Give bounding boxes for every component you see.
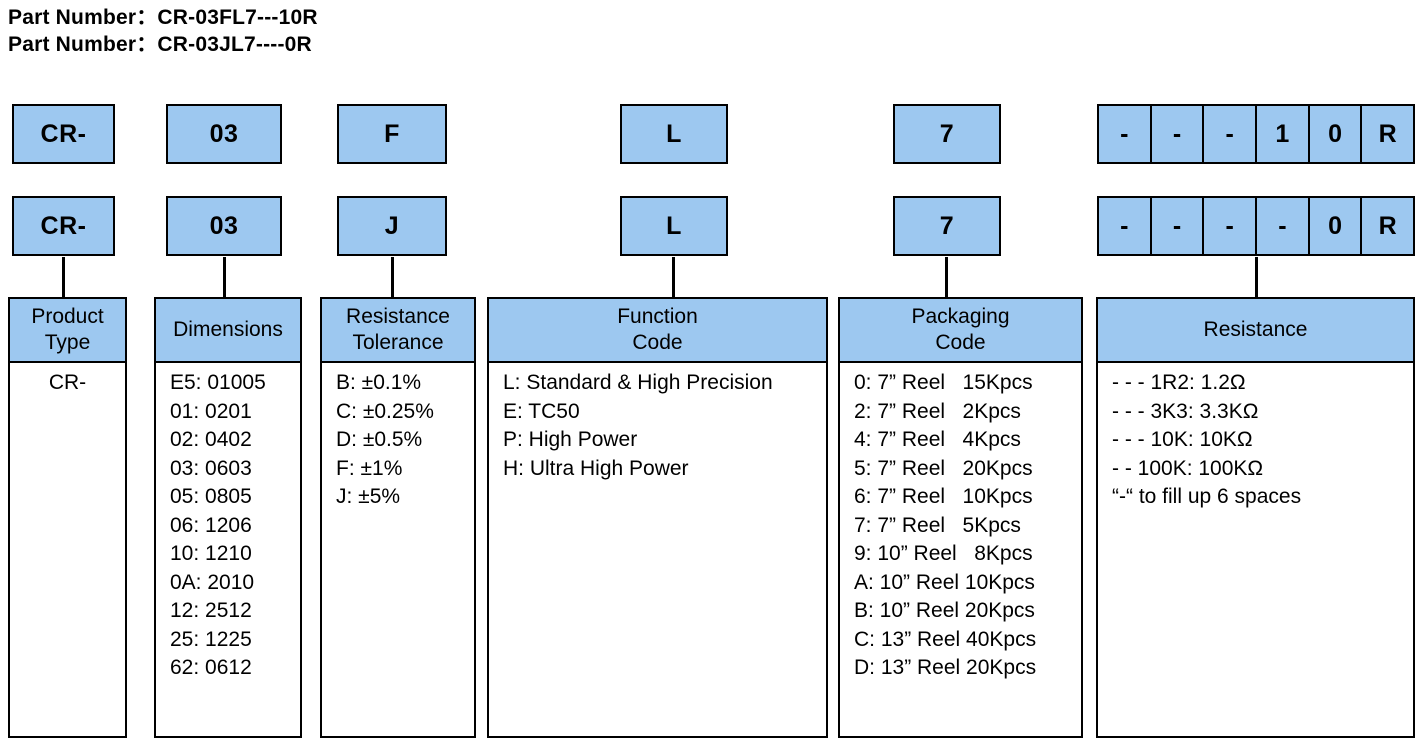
code-strip-row1-resistance: - - - 1 0 R [1097,104,1415,164]
list-item: 2: 7” Reel 2Kpcs [854,399,1021,423]
column-header-resistance: Resistance [1096,297,1415,363]
column-header-dimensions: Dimensions [154,297,302,363]
header-line-1: Resistance [346,305,450,328]
column-body-function-code: L: Standard & High Precision E: TC50 P: … [487,363,828,738]
header-line-2: Tolerance [352,331,444,354]
code-cell-row1-3: - [1204,106,1258,162]
list-item: 03: 0603 [170,456,252,480]
list-item: 5: 7” Reel 20Kpcs [854,456,1033,480]
column-header-packaging-code: Packaging Code [838,297,1083,363]
header-line-1: Function [617,305,698,328]
list-item: 12: 2512 [170,599,252,622]
header-line-2: Type [44,331,91,354]
code-box-row2-packaging: 7 [893,196,1001,256]
header-line-1: Resistance [1203,318,1308,341]
column-body-dimensions: E5: 01005 01: 0201 02: 0402 03: 0603 05:… [154,363,302,738]
list-item: 62: 0612 [170,656,252,679]
connector-line-product-type [62,257,65,297]
code-cell-row2-3: - [1204,198,1258,254]
code-cell-row2-4: - [1257,198,1310,254]
column-function-code: Function Code L: Standard & High Precisi… [487,297,828,738]
list-item: D: 13” Reel 20Kpcs [854,656,1037,679]
list-item: - - - 3K3: 3.3KΩ [1112,399,1259,423]
header-line-1: Product [31,305,104,328]
code-cell-row2-6: R [1362,198,1414,254]
list-item: C: ±0.25% [336,399,434,423]
column-body-packaging-code: 0: 7” Reel 15Kpcs 2: 7” Reel 2Kpcs 4: 7”… [838,363,1083,738]
resistance-fill-note: “-“ to fill up 6 spaces [1112,485,1302,508]
list-item: 05: 0805 [170,485,252,508]
list-item: P: High Power [503,428,638,451]
connector-line-resistance [1255,257,1258,297]
list-item: 0: 7” Reel 15Kpcs [854,371,1033,394]
code-cell-row1-1: - [1099,106,1152,162]
connector-line-dimensions [223,257,226,297]
title-block: Part Number：CR-03FL7---10R Part Number：C… [8,4,908,58]
code-box-row1-tolerance: F [337,104,447,164]
list-item: A: 10” Reel 10Kpcs [854,570,1035,594]
connector-line-tolerance [391,257,394,297]
code-box-row1-packaging: 7 [893,104,1001,164]
list-item: B: ±0.1% [336,371,422,394]
list-item: 7: 7” Reel 5Kpcs [854,513,1021,537]
list-item: - - - 1R2: 1.2Ω [1112,371,1246,394]
list-item: J: ±5% [336,485,401,508]
code-box-row2-function: L [620,196,728,256]
column-header-function-code: Function Code [487,297,828,363]
code-cell-row2-2: - [1151,198,1205,254]
list-item: 02: 0402 [170,428,252,451]
header-line-2: Code [632,331,683,354]
code-box-row2-product-type: CR- [12,196,115,256]
list-item: 9: 10” Reel 8Kpcs [854,542,1033,565]
list-item: 25: 1225 [170,627,252,651]
list-item: CR- [48,371,87,394]
list-item: 4: 7” Reel 4Kpcs [854,428,1021,451]
list-item: - - - 10K: 10KΩ [1112,428,1253,451]
header-line-2: Code [935,331,986,354]
code-cell-row2-5: 0 [1309,198,1363,254]
list-item: C: 13” Reel 40Kpcs [854,627,1037,651]
list-item: 06: 1206 [170,513,252,537]
column-packaging-code: Packaging Code 0: 7” Reel 15Kpcs 2: 7” R… [838,297,1083,738]
list-item: D: ±0.5% [336,428,423,451]
list-item: - - 100K: 100KΩ [1112,456,1264,480]
column-product-type: Product Type CR- [8,297,127,738]
code-box-row2-dimensions: 03 [166,196,282,256]
part-number-line-1: Part Number：CR-03FL7---10R [8,6,318,29]
code-box-row1-product-type: CR- [12,104,115,164]
list-item: B: 10” Reel 20Kpcs [854,599,1035,622]
code-box-row2-tolerance: J [337,196,447,256]
list-item: H: Ultra High Power [503,456,689,480]
list-item: 6: 7” Reel 10Kpcs [854,485,1033,508]
header-line-1: Packaging [911,305,1010,328]
column-body-resistance: - - - 1R2: 1.2Ω - - - 3K3: 3.3KΩ - - - 1… [1096,363,1415,738]
code-cell-row1-6: R [1362,106,1414,162]
column-dimensions: Dimensions E5: 01005 01: 0201 02: 0402 0… [154,297,302,738]
list-item: L: Standard & High Precision [503,371,773,394]
code-cell-row2-1: - [1099,198,1152,254]
header-line-1: Dimensions [173,318,283,341]
code-cell-row1-5: 0 [1309,106,1363,162]
code-box-row1-dimensions: 03 [166,104,282,164]
connector-line-function [672,257,675,297]
list-item: E: TC50 [503,399,580,423]
code-cell-row1-2: - [1151,106,1205,162]
column-resistance: Resistance - - - 1R2: 1.2Ω - - - 3K3: 3.… [1096,297,1415,738]
connector-line-packaging [945,257,948,297]
list-item: 01: 0201 [170,399,252,423]
list-item: F: ±1% [336,456,403,480]
column-body-resistance-tolerance: B: ±0.1% C: ±0.25% D: ±0.5% F: ±1% J: ±5… [320,363,476,738]
part-number-line-2: Part Number：CR-03JL7----0R [8,33,312,56]
list-item: 10: 1210 [170,542,252,565]
list-item: 0A: 2010 [170,570,255,594]
code-box-row1-function: L [620,104,728,164]
column-resistance-tolerance: Resistance Tolerance B: ±0.1% C: ±0.25% … [320,297,476,738]
column-header-product-type: Product Type [8,297,127,363]
code-strip-row2-resistance: - - - - 0 R [1097,196,1415,256]
column-header-resistance-tolerance: Resistance Tolerance [320,297,476,363]
column-body-product-type: CR- [8,363,127,738]
code-cell-row1-4: 1 [1257,106,1310,162]
list-item: E5: 01005 [170,371,266,394]
